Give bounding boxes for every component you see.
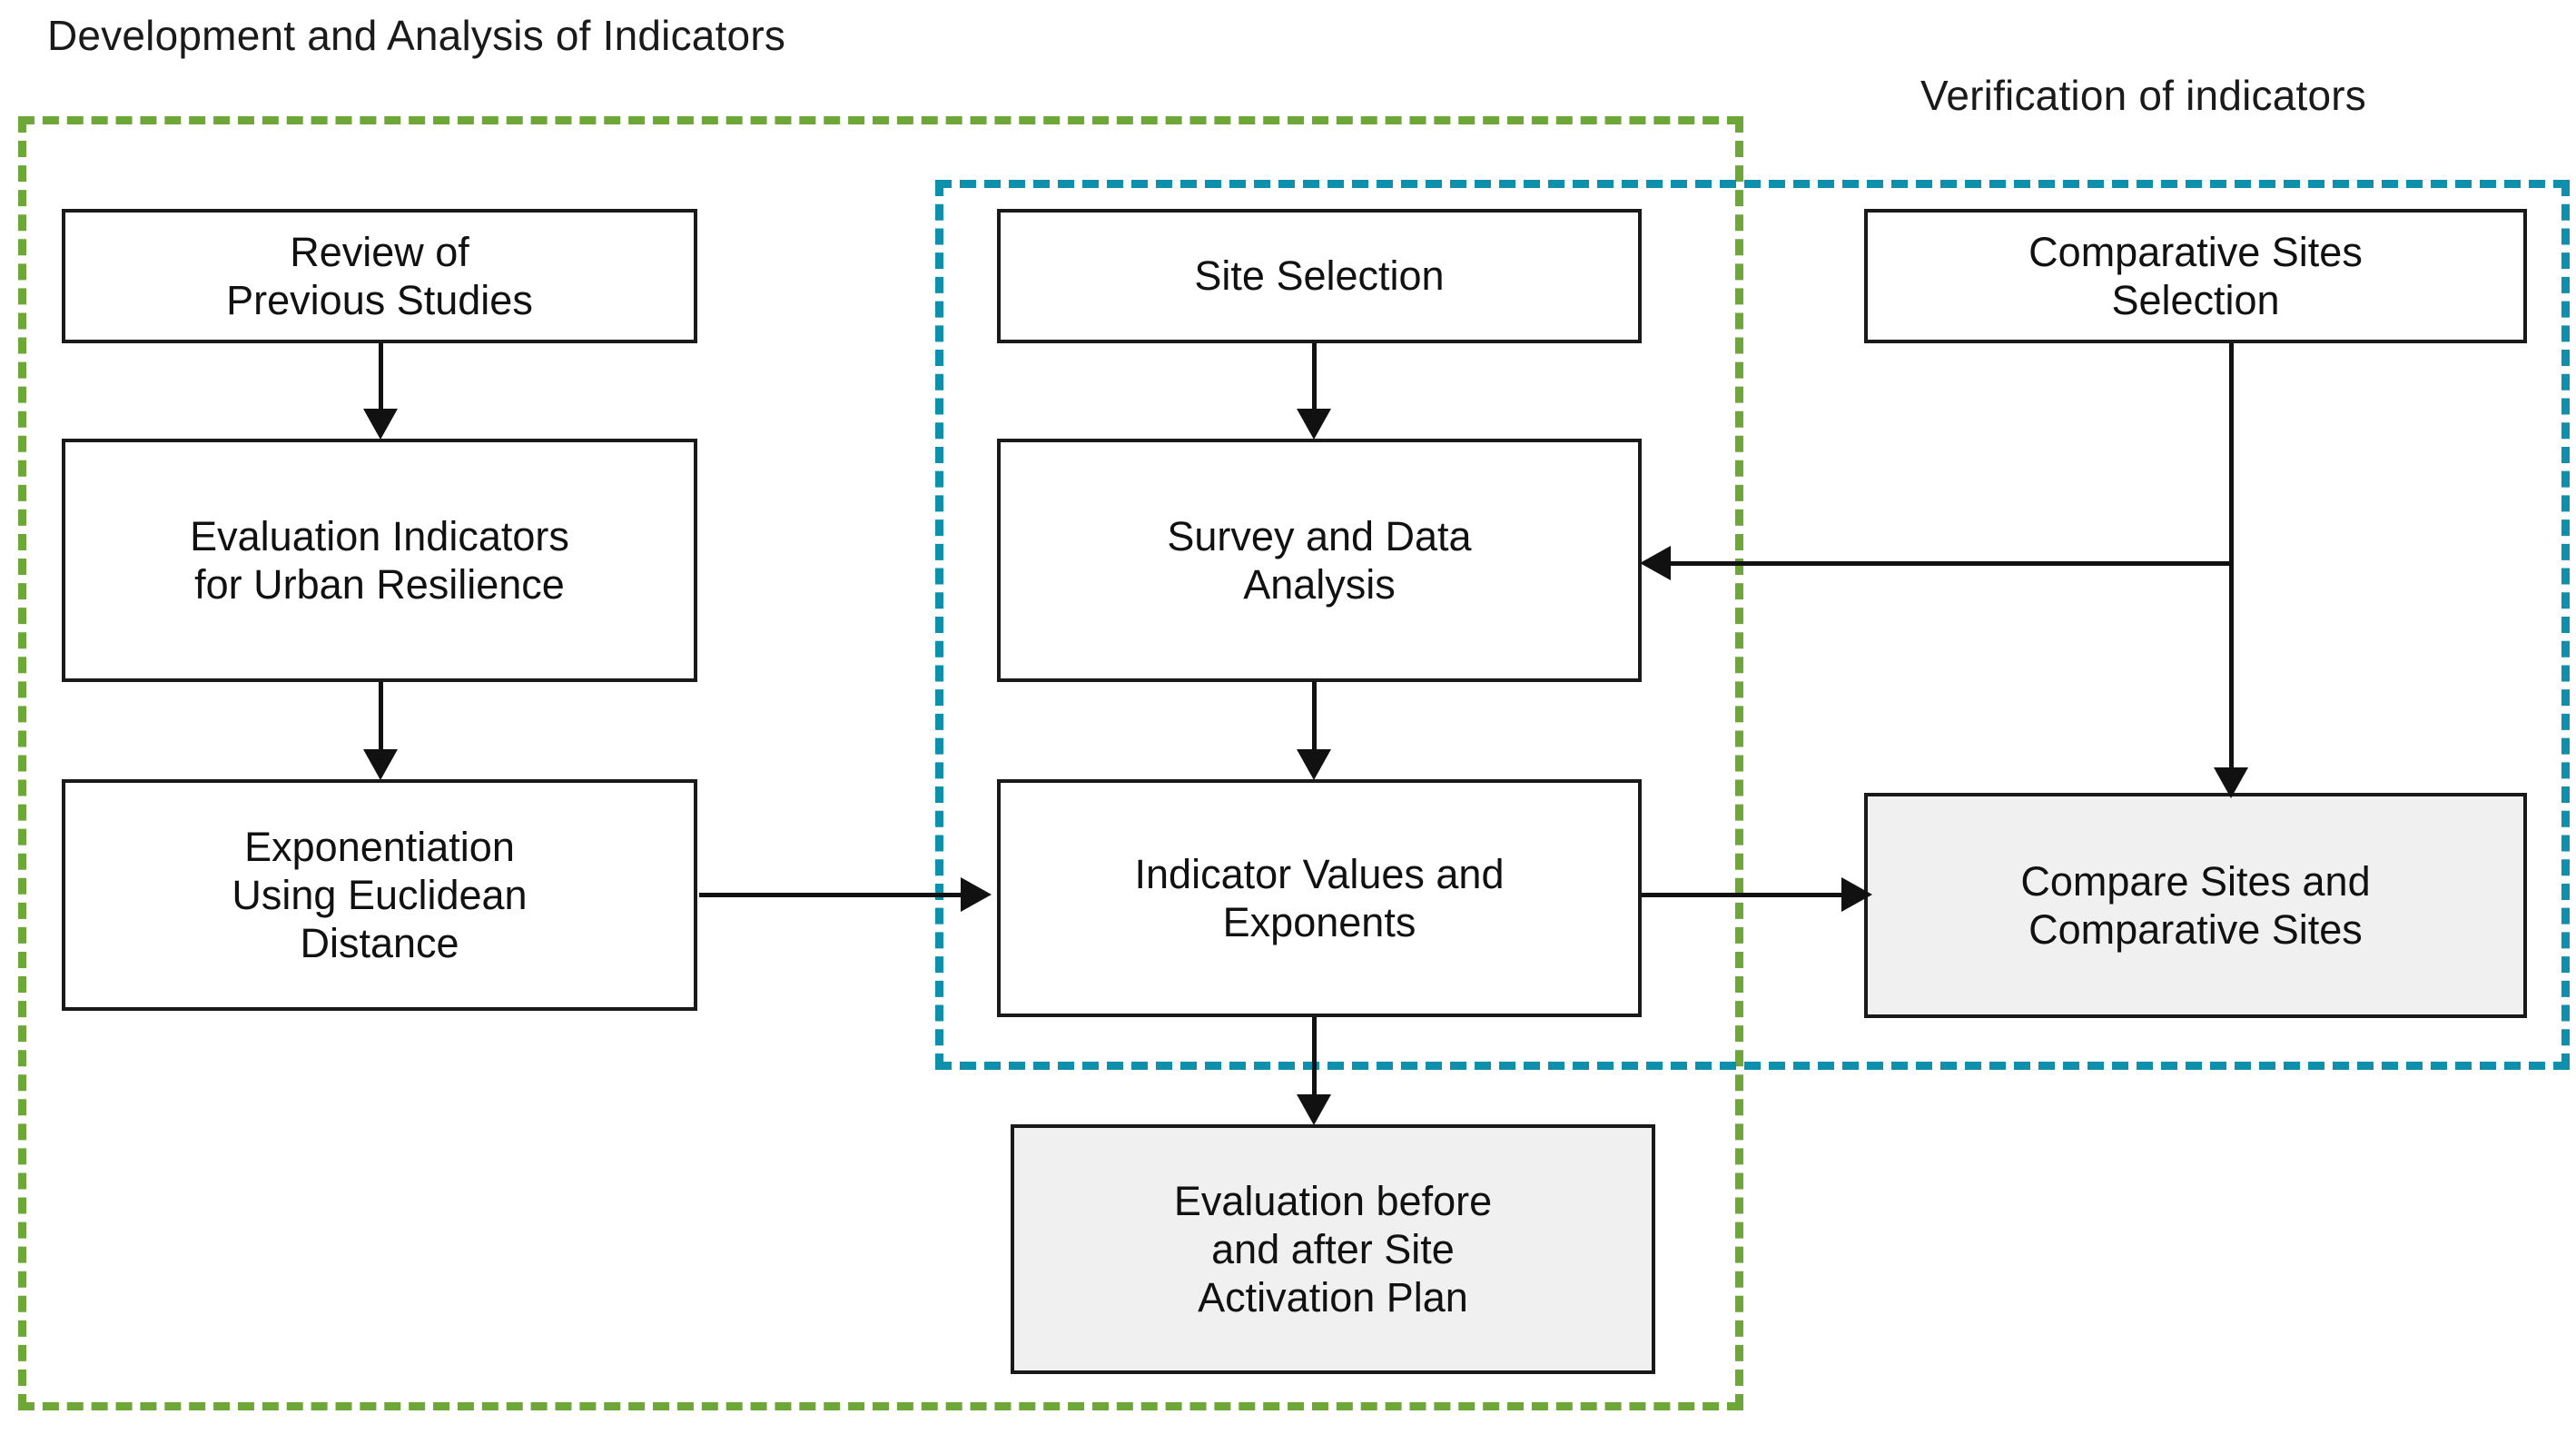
connector-indicator-values-to-evaluation-before-after bbox=[1312, 1015, 1317, 1111]
node-evaluation-before-and-after-site-activation-plan[interactable]: Evaluation before and after Site Activat… bbox=[1011, 1124, 1655, 1374]
arrowhead-comparative-sites-to-compare-sites bbox=[2214, 767, 2248, 798]
node-compare-sites-and-comparative-sites[interactable]: Compare Sites and Comparative Sites bbox=[1864, 793, 2527, 1018]
connector-indicator-values-to-compare-sites bbox=[1637, 893, 1905, 897]
node-indicator-values-and-exponents[interactable]: Indicator Values and Exponents bbox=[997, 779, 1642, 1017]
arrowhead-evaluation-to-exponentiation bbox=[363, 749, 398, 780]
node-survey-and-data-analysis[interactable]: Survey and Data Analysis bbox=[997, 439, 1642, 682]
arrowhead-review-to-evaluation bbox=[363, 409, 398, 440]
connector-survey-to-indicator-values bbox=[1312, 679, 1317, 752]
node-review-of-previous-studies[interactable]: Review of Previous Studies bbox=[62, 209, 697, 343]
connector-site-selection-to-survey bbox=[1312, 341, 1317, 411]
connector-comparative-sites-trunk bbox=[2229, 341, 2234, 776]
arrowhead-indicator-values-to-compare-sites bbox=[1841, 877, 1872, 912]
connector-evaluation-to-exponentiation bbox=[379, 679, 383, 752]
group-frame-development bbox=[18, 116, 1743, 1410]
group-title-verification: Verification of indicators bbox=[1920, 72, 2367, 119]
node-site-selection[interactable]: Site Selection bbox=[997, 209, 1642, 343]
arrowhead-site-selection-to-survey bbox=[1297, 409, 1331, 440]
connector-review-to-evaluation bbox=[379, 341, 383, 411]
connector-exponentiation-to-indicator-values bbox=[699, 893, 967, 897]
arrowhead-exponentiation-to-indicator-values bbox=[961, 877, 992, 912]
arrowhead-indicator-values-to-evaluation-before-after bbox=[1297, 1094, 1331, 1125]
arrowhead-comparative-sites-to-survey bbox=[1640, 546, 1671, 580]
group-frame-verification bbox=[935, 180, 2570, 1070]
connector-comparative-sites-to-survey bbox=[1671, 561, 2234, 566]
node-comparative-sites-selection[interactable]: Comparative Sites Selection bbox=[1864, 209, 2527, 343]
node-exponentiation-euclidean-distance[interactable]: Exponentiation Using Euclidean Distance bbox=[62, 779, 697, 1011]
arrowhead-survey-to-indicator-values bbox=[1297, 749, 1331, 780]
node-evaluation-indicators[interactable]: Evaluation Indicators for Urban Resilien… bbox=[62, 439, 697, 682]
group-title-development: Development and Analysis of Indicators bbox=[47, 12, 786, 59]
